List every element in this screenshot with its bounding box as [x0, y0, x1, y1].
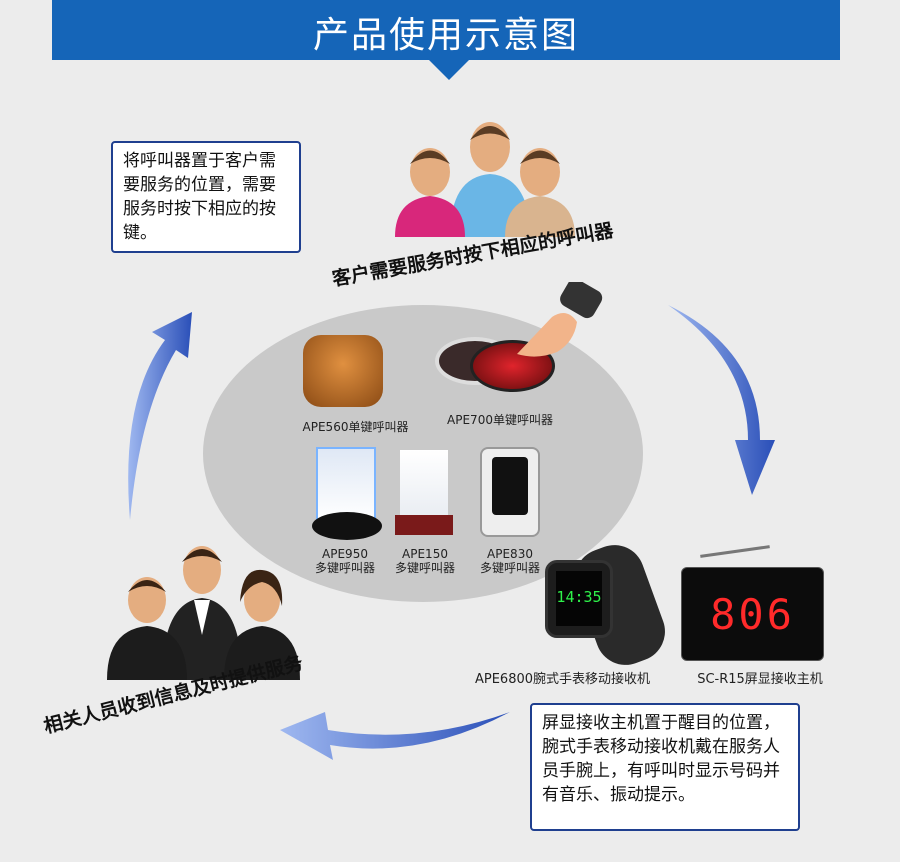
display-host: 806 [681, 567, 824, 661]
note-top-left: 将呼叫器置于客户需要服务的位置，需要服务时按下相应的按键。 [111, 141, 301, 253]
ape700-label: APE700单键呼叫器 [447, 413, 553, 427]
ape560-label: APE560单键呼叫器 [302, 420, 409, 434]
arrow-left [128, 312, 192, 520]
ape150-model: APE150 [402, 547, 448, 561]
ape830-type: 多键呼叫器 [479, 561, 540, 575]
led-number: 806 [710, 590, 795, 639]
pressing-hand-icon [517, 282, 603, 357]
header-banner: 产品使用示意图 [52, 0, 840, 60]
ape150-type: 多键呼叫器 [394, 561, 455, 575]
customers-illustration [395, 122, 575, 237]
watch-body: 14:35 [545, 560, 613, 638]
sc-r15-label: SC-R15屏显接收主机 [697, 672, 823, 687]
arrow-bottom [280, 712, 510, 760]
ape150-display [400, 450, 448, 520]
arrow-right [668, 305, 775, 495]
ape950-display [316, 447, 376, 522]
ape830-model: APE830 [487, 547, 533, 561]
watch-screen-time: 14:35 [556, 571, 602, 626]
ape6800-label: APE6800腕式手表移动接收机 [474, 672, 651, 687]
staff-illustration [107, 546, 300, 680]
ape560-device [303, 335, 383, 407]
note-bottom-right: 屏显接收主机置于醒目的位置，腕式手表移动接收机戴在服务人员手腕上，有呼叫时显示号… [530, 703, 800, 831]
header-notch [427, 58, 471, 80]
ape950-model: APE950 [322, 547, 368, 561]
ape950-type: 多键呼叫器 [314, 561, 375, 575]
page-title: 产品使用示意图 [312, 15, 579, 56]
ape950-base [312, 512, 382, 540]
ape150-base [395, 515, 453, 535]
ape830-device [480, 447, 540, 537]
